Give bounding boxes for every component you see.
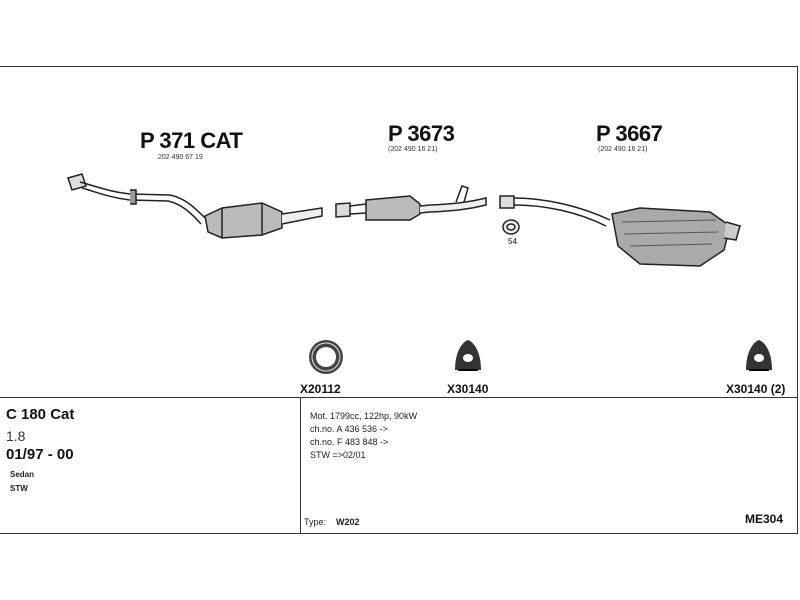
part-drawing-p3667[interactable]: [499, 195, 741, 267]
part-number-p371cat[interactable]: P 371 CAT: [140, 128, 243, 153]
ring-clamp-icon[interactable]: [309, 340, 343, 374]
vehicle-years: 01/97 - 00: [6, 446, 74, 463]
spec-engine: Mot. 1799cc, 122hp, 90kW: [310, 411, 418, 421]
gasket-54-icon[interactable]: [502, 219, 520, 235]
type-label: Type:: [304, 517, 327, 527]
rubber-mount-icon-1[interactable]: [455, 340, 481, 371]
fitting-ref-label: 54: [508, 237, 517, 246]
part-number-p3667[interactable]: P 3667: [596, 121, 663, 146]
vehicle-body-stw: STW: [10, 484, 28, 493]
oem-number-p3667: (202 490 16 21): [598, 146, 648, 153]
vehicle-body-sedan: Sedan: [10, 470, 35, 479]
spec-chassis-a: ch.no. A 436 536 ->: [310, 424, 388, 434]
divider-horizontal: [0, 397, 798, 398]
diagram-code: ME304: [745, 512, 784, 526]
vehicle-engine: 1.8: [6, 428, 26, 444]
rubber-mount-icon-2[interactable]: [746, 340, 772, 371]
spec-stw: STW =>02/01: [310, 450, 366, 460]
oem-number-p371cat: 202 490 67 19: [158, 154, 203, 161]
type-value: W202: [336, 517, 360, 527]
part-drawing-p3673[interactable]: [335, 185, 487, 221]
divider-vertical: [300, 397, 301, 534]
accessory-code-x30140-2[interactable]: X30140 (2): [726, 382, 786, 396]
vehicle-model: C 180 Cat: [6, 406, 75, 423]
part-number-p3673[interactable]: P 3673: [388, 121, 455, 146]
spec-chassis-f: ch.no. F 483 848 ->: [310, 437, 389, 447]
accessory-code-x30140[interactable]: X30140: [447, 382, 489, 396]
diagram-frame: [0, 66, 798, 534]
part-drawing-p371cat[interactable]: [67, 173, 323, 239]
accessory-code-x20112[interactable]: X20112: [300, 382, 341, 396]
oem-number-p3673: (202 490 16 21): [388, 146, 438, 153]
